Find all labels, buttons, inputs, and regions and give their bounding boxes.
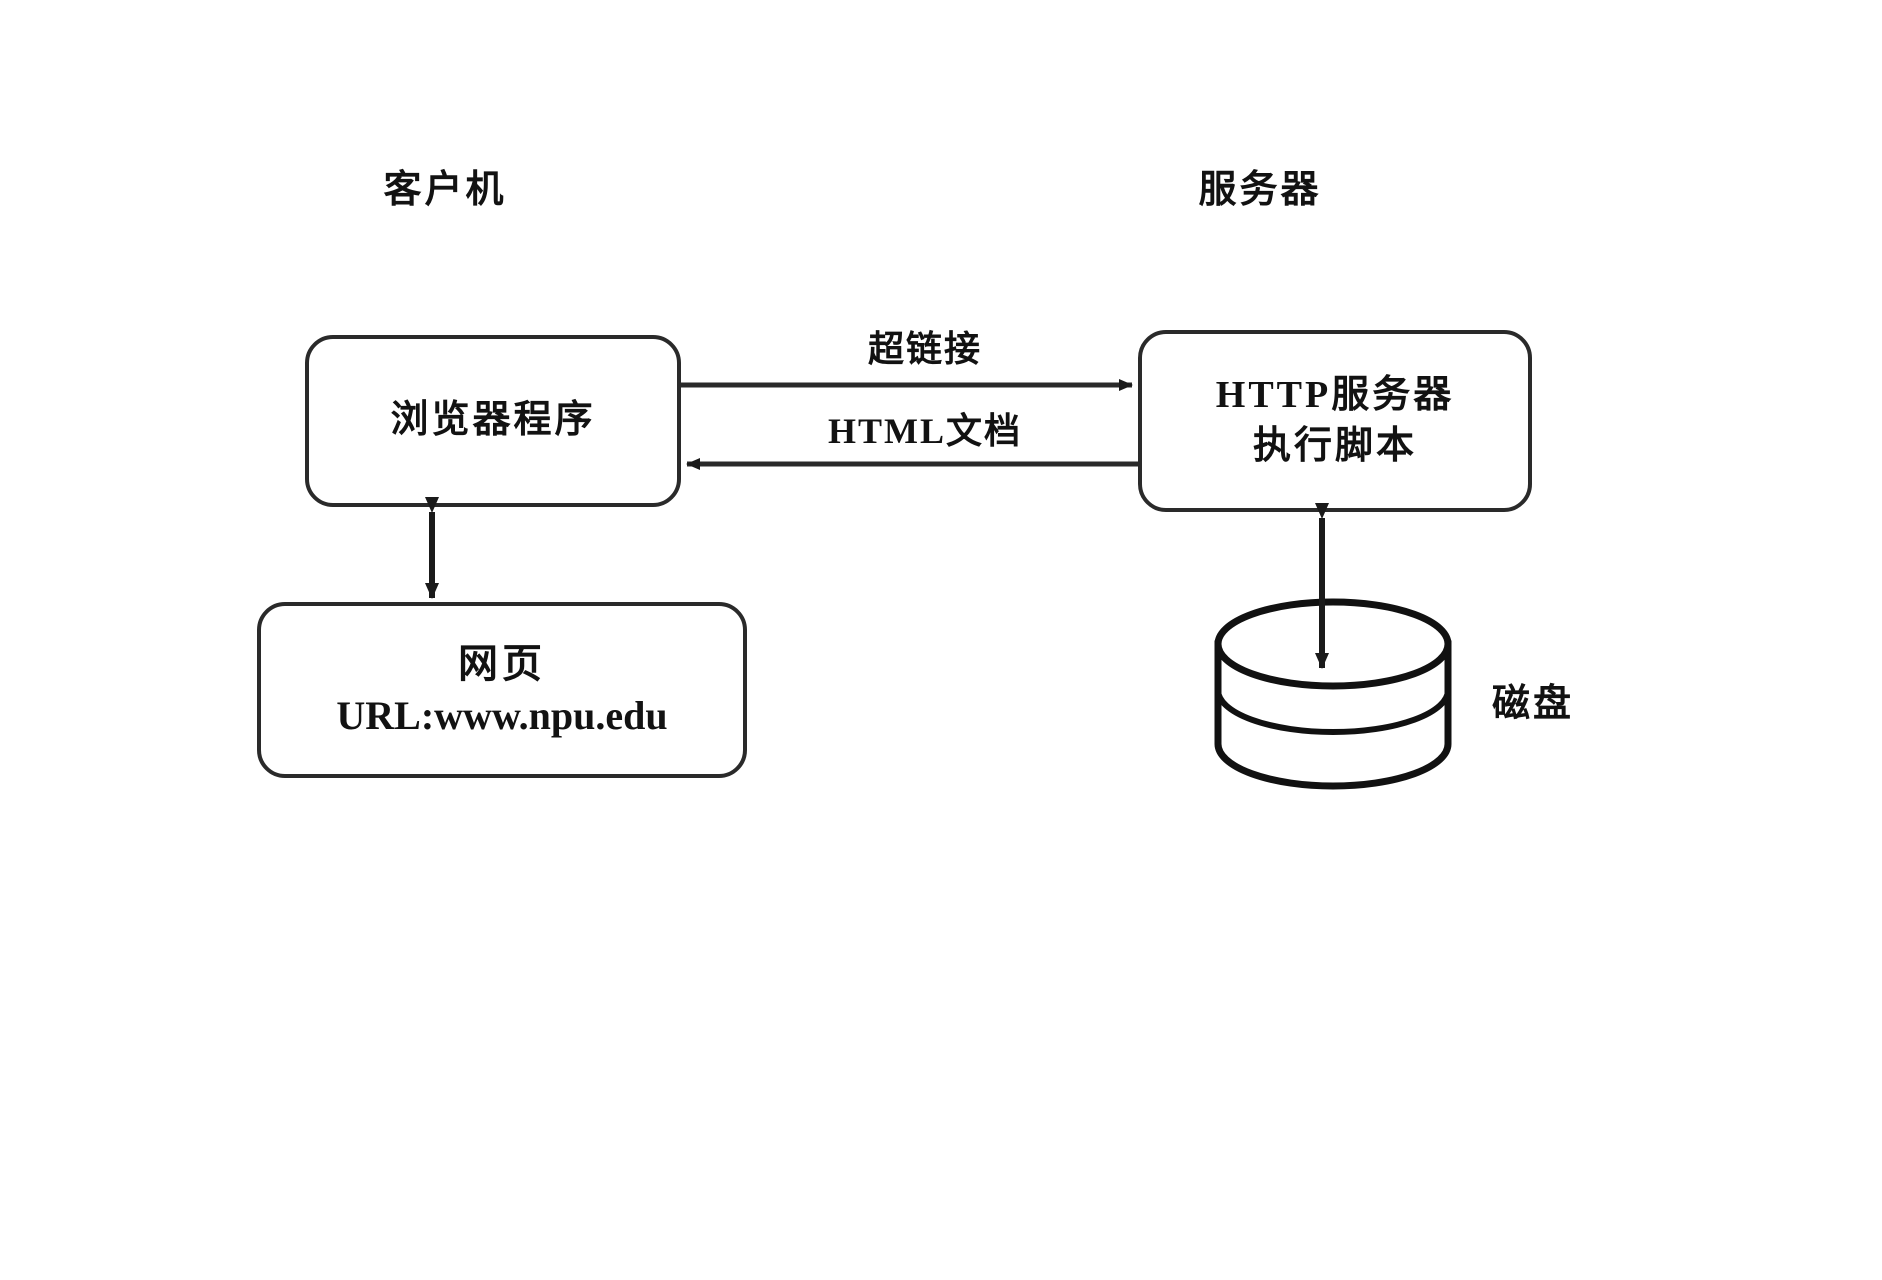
browser-program-box[interactable] bbox=[305, 335, 681, 507]
web-page-box[interactable] bbox=[257, 602, 747, 778]
http-server-box[interactable] bbox=[1138, 330, 1532, 512]
hyperlink-edge-label: 超链接 bbox=[867, 329, 982, 369]
disk-cylinder-icon[interactable] bbox=[1214, 598, 1452, 790]
server-group-label: 服务器 bbox=[1198, 169, 1322, 211]
disk-label: 磁盘 bbox=[1492, 683, 1575, 725]
client-group-label: 客户机 bbox=[383, 169, 507, 211]
html-document-edge-label: HTML文档 bbox=[827, 411, 1022, 451]
